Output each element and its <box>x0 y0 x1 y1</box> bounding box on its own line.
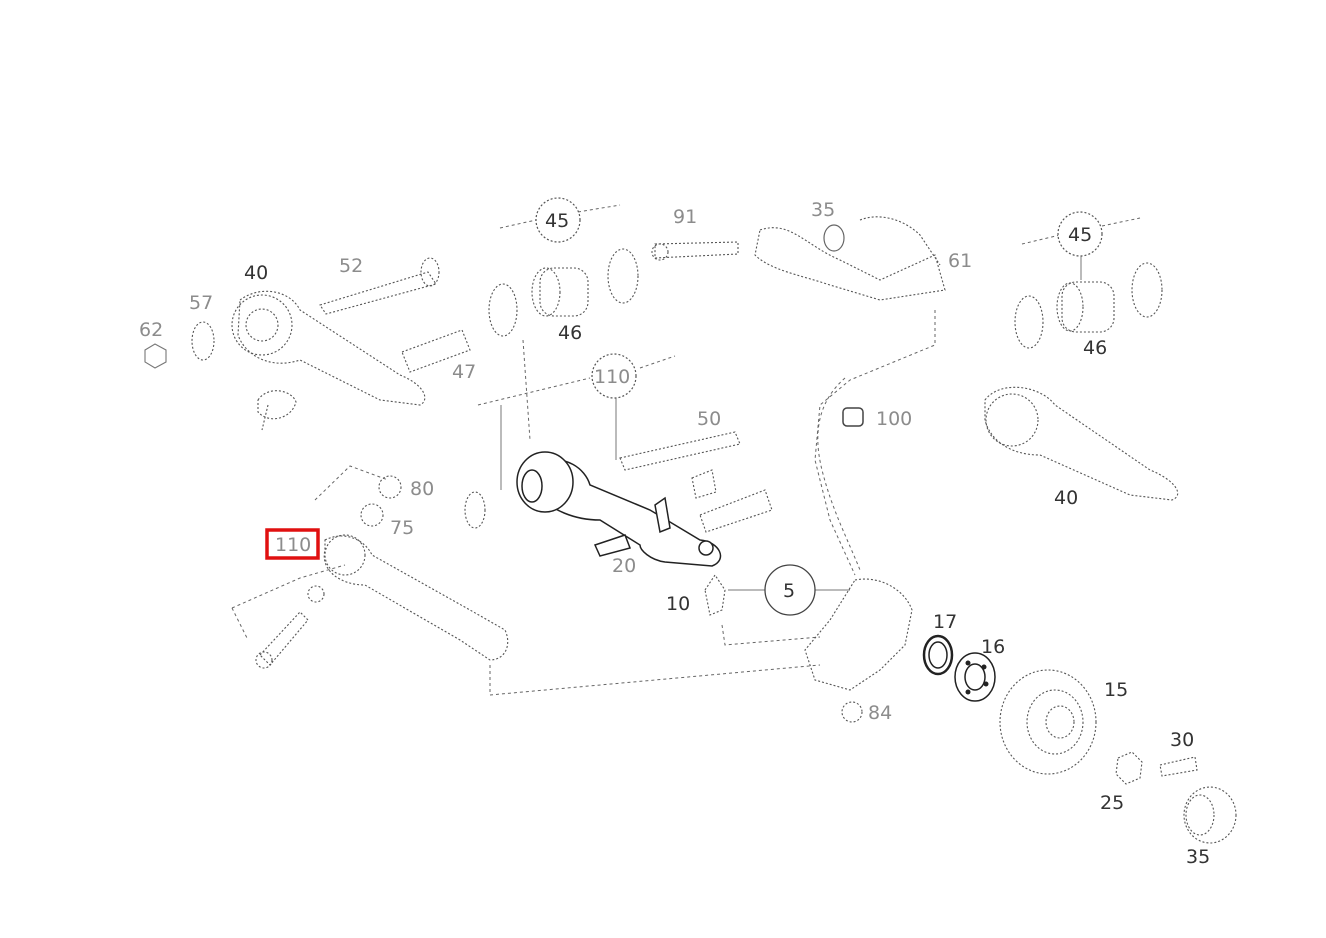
label-46-right: 46 <box>1083 337 1107 359</box>
label-25: 25 <box>1100 792 1124 814</box>
nut-81[interactable] <box>691 469 717 499</box>
ball-joint-10[interactable] <box>704 574 726 616</box>
callout-5-group <box>721 589 850 646</box>
label-110-callout: 110 <box>594 366 630 388</box>
bolt-50[interactable] <box>619 431 741 471</box>
upper-control-arm-left[interactable] <box>231 290 426 431</box>
label-35-small: 35 <box>811 199 835 221</box>
label-84: 84 <box>868 702 892 724</box>
bushing-100[interactable] <box>842 407 864 427</box>
nut-25[interactable] <box>1115 751 1143 785</box>
bolt-84[interactable] <box>841 701 863 723</box>
lower-control-arm-main[interactable] <box>516 451 722 567</box>
label-80: 80 <box>410 478 434 500</box>
cap-35[interactable] <box>1183 786 1237 844</box>
washer-58[interactable] <box>464 491 486 529</box>
bolt-91[interactable] <box>651 241 739 261</box>
label-47-left: 47 <box>452 361 476 383</box>
bushing-set-45-right[interactable] <box>1014 217 1163 349</box>
bushing-47-center[interactable] <box>699 489 773 533</box>
selected-part-highlight <box>265 528 320 560</box>
label-17: 17 <box>933 611 957 633</box>
label-40-right: 40 <box>1054 487 1078 509</box>
label-100: 100 <box>876 408 912 430</box>
label-61: 61 <box>948 250 972 272</box>
label-35-cap: 35 <box>1186 846 1210 868</box>
label-46-center: 46 <box>558 322 582 344</box>
label-45-right: 45 <box>1068 224 1092 246</box>
knuckle-support-leader <box>814 310 936 576</box>
upper-arm-61[interactable] <box>754 216 946 301</box>
callout-circle-45a <box>535 197 581 243</box>
bearing-16[interactable] <box>954 652 996 702</box>
callout-110-group <box>477 339 676 490</box>
bushing-47-left[interactable] <box>401 329 471 373</box>
steering-knuckle[interactable] <box>804 578 913 691</box>
callout-circle-45b <box>1057 211 1103 257</box>
label-91: 91 <box>673 206 697 228</box>
label-110-selected[interactable]: 110 <box>275 534 311 556</box>
label-62: 62 <box>139 319 163 341</box>
label-52: 52 <box>339 255 363 277</box>
lower-control-arm-left[interactable] <box>231 465 821 696</box>
upper-control-arm-right[interactable] <box>984 386 1179 501</box>
label-20: 20 <box>612 555 636 577</box>
label-10: 10 <box>666 593 690 615</box>
label-45-center: 45 <box>545 210 569 232</box>
label-16: 16 <box>981 636 1005 658</box>
label-75: 75 <box>390 517 414 539</box>
bolt-30[interactable] <box>1159 756 1198 777</box>
label-15: 15 <box>1104 679 1128 701</box>
ring-17[interactable] <box>922 634 954 676</box>
callout-circle-5 <box>764 564 816 616</box>
callout-circle-110 <box>591 353 637 399</box>
label-57: 57 <box>189 292 213 314</box>
hub-15[interactable] <box>999 669 1097 775</box>
label-30: 30 <box>1170 729 1194 751</box>
bolt-52[interactable] <box>319 257 440 315</box>
nut-62[interactable] <box>144 343 167 369</box>
label-50: 50 <box>697 408 721 430</box>
washer-57[interactable] <box>191 321 215 361</box>
bushing-35-small[interactable] <box>823 224 845 252</box>
label-5: 5 <box>783 580 795 602</box>
label-40-upper: 40 <box>244 262 268 284</box>
